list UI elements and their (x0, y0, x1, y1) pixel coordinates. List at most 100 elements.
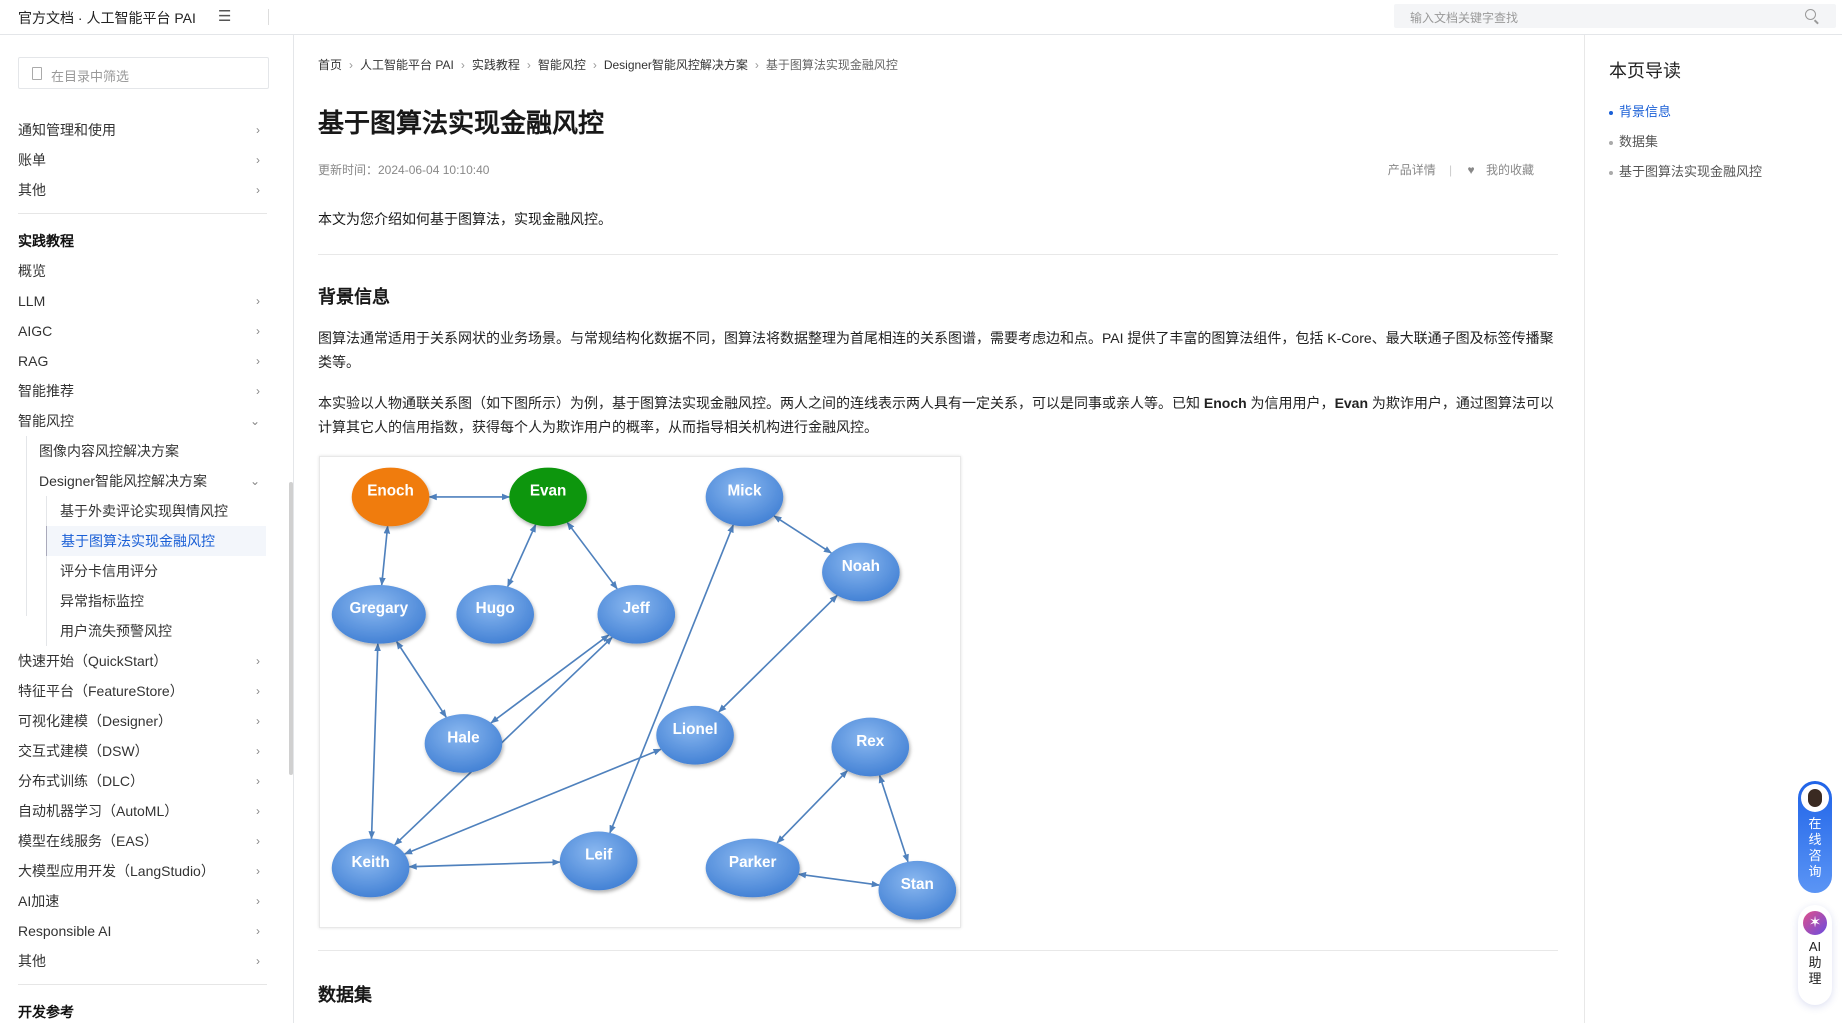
divider (18, 984, 267, 985)
filter-input[interactable]: 在目录中筛选 (18, 57, 269, 89)
toc-item[interactable]: 数据集 (1609, 127, 1762, 157)
sidebar-item[interactable]: 自动机器学习（AutoML）› (0, 796, 270, 826)
sidebar-item[interactable]: AI加速› (0, 886, 270, 916)
edge-enoch-gregary (379, 525, 391, 586)
sidebar-item-label: 基于外卖评论实现舆情风控 (60, 503, 228, 519)
node-circle (705, 467, 784, 527)
sidebar-item[interactable]: 特征平台（FeatureStore）› (0, 676, 270, 706)
brand-title[interactable]: 官方文档 · 人工智能平台 PAI (18, 10, 196, 26)
sidebar-item-image-risk[interactable]: 图像内容风控解决方案 (0, 436, 270, 466)
chevron-right-icon: › (256, 294, 260, 308)
sidebar-item-designer-risk[interactable]: Designer智能风控解决方案⌄ (0, 466, 270, 496)
node-label: Mick (727, 483, 761, 500)
chevron-right-icon: › (256, 654, 260, 668)
search-placeholder: 输入文档关键字查找 (1410, 11, 1519, 25)
divider: | (1449, 163, 1453, 177)
chevron-right-icon: › (256, 894, 260, 908)
sidebar-item[interactable]: 快速开始（QuickStart）› (0, 646, 270, 676)
sidebar-item-label: RAG (18, 353, 49, 369)
ai-label-char: AI (1808, 939, 1822, 954)
node-hugo: Hugo (456, 584, 534, 644)
divider (318, 950, 1558, 951)
sidebar-scrollbar[interactable] (289, 482, 293, 775)
divider (318, 254, 1558, 255)
favorites-link[interactable]: 我的收藏 (1485, 163, 1534, 177)
hamburger-icon[interactable]: ☰ (218, 8, 232, 25)
sidebar-item[interactable]: 基于外卖评论实现舆情风控 (0, 496, 270, 526)
node-circle (831, 717, 910, 777)
search-icon[interactable] (1805, 9, 1816, 20)
sidebar-item[interactable]: 异常指标监控 (0, 586, 270, 616)
breadcrumb-item[interactable]: 实践教程 (471, 58, 520, 72)
sidebar-item[interactable]: 通知管理和使用› (0, 115, 270, 145)
toc-item[interactable]: 背景信息 (1609, 97, 1762, 127)
product-detail-link[interactable]: 产品详情 (1387, 163, 1436, 177)
node-circle (331, 584, 426, 644)
heart-icon[interactable]: ♥ (1467, 163, 1475, 177)
chevron-right-icon: › (256, 954, 260, 968)
sidebar-item[interactable]: 概览 (0, 256, 270, 286)
search-input[interactable]: 输入文档关键字查找 (1394, 4, 1836, 28)
node-label: Stan (901, 876, 934, 893)
updated-time: 更新时间：2024-06-04 10:10:40 (318, 163, 490, 177)
consult-label-char: 线 (1808, 832, 1822, 847)
ai-label-char: 助 (1808, 955, 1822, 970)
sidebar-item[interactable]: 其他› (0, 946, 270, 976)
sidebar-item-label: 评分卡信用评分 (60, 563, 158, 579)
node-label: Parker (729, 854, 777, 871)
breadcrumb: 首页›人工智能平台 PAI›实践教程›智能风控›Designer智能风控解决方案… (318, 56, 898, 73)
breadcrumb-item[interactable]: 首页 (318, 58, 343, 72)
sidebar-section-title: 开发参考 (18, 1004, 74, 1020)
sidebar-item[interactable]: 基于图算法实现金融风控 (46, 526, 266, 556)
sidebar-item[interactable]: 模型在线服务（EAS）› (0, 826, 270, 856)
breadcrumb-separator-icon: › (460, 58, 465, 72)
node-circle (597, 584, 676, 644)
toc-item-label: 数据集 (1619, 134, 1659, 149)
sidebar-item[interactable]: 账单› (0, 145, 270, 175)
chevron-down-icon: ⌄ (249, 474, 260, 488)
sidebar-item-label: 用户流失预警风控 (60, 623, 172, 639)
sidebar-item[interactable]: 大模型应用开发（LangStudio）› (0, 856, 270, 886)
node-label: Hale (447, 729, 479, 746)
sidebar-item[interactable]: AIGC› (0, 316, 270, 346)
node-gregary: Gregary (331, 584, 426, 644)
chevron-right-icon: › (256, 384, 260, 398)
sidebar-item[interactable]: 用户流失预警风控 (0, 616, 270, 646)
breadcrumb-item[interactable]: 人工智能平台 PAI (360, 58, 454, 72)
chevron-right-icon: › (256, 804, 260, 818)
bullet-icon (1609, 140, 1613, 145)
edge-keith-leif (408, 859, 561, 870)
breadcrumb-item: 基于图算法实现金融风控 (765, 58, 898, 72)
chevron-right-icon: › (256, 324, 260, 338)
sidebar-item-label: 可视化建模（Designer） (18, 713, 173, 729)
edge-jeff-hale (490, 634, 610, 724)
node-stan: Stan (878, 860, 957, 920)
online-consult-button[interactable]: 在线咨询 (1798, 781, 1832, 893)
sidebar-item[interactable]: 智能推荐› (0, 376, 270, 406)
sidebar-item[interactable]: 可视化建模（Designer） › (0, 706, 270, 736)
sidebar-item[interactable]: RAG› (0, 346, 270, 376)
sidebar-item[interactable]: 其他› (0, 175, 270, 205)
edge-mick-noah (773, 515, 833, 554)
breadcrumb-item[interactable]: 智能风控 (537, 58, 586, 72)
sidebar-item[interactable]: 智能风控⌄ (0, 406, 270, 436)
sidebar-item[interactable]: 评分卡信用评分 (0, 556, 270, 586)
text: 为欺诈用户，通过图算法可以计算其它人的信用指数，获得每个人为欺诈用户的概率，从而… (318, 395, 1554, 435)
sidebar-item[interactable]: 交互式建模（DSW）› (0, 736, 270, 766)
sidebar-item-label: LLM (18, 293, 46, 309)
edge-evan-hugo (506, 523, 537, 588)
node-label: Keith (351, 854, 389, 871)
chevron-right-icon: › (256, 714, 260, 728)
sidebar-item[interactable]: LLM › (0, 286, 270, 316)
sidebar-item[interactable]: 分布式训练（DLC）› (0, 766, 270, 796)
breadcrumb-item[interactable]: Designer智能风控解决方案 (603, 58, 748, 72)
node-circle (822, 542, 900, 602)
toc-item[interactable]: 基于图算法实现金融风控 (1609, 157, 1762, 187)
avatar (1801, 784, 1829, 812)
page-title: 基于图算法实现金融风控 (318, 108, 605, 138)
sidebar-item[interactable]: Responsible AI› (0, 916, 270, 946)
node-leif: Leif (559, 831, 638, 891)
